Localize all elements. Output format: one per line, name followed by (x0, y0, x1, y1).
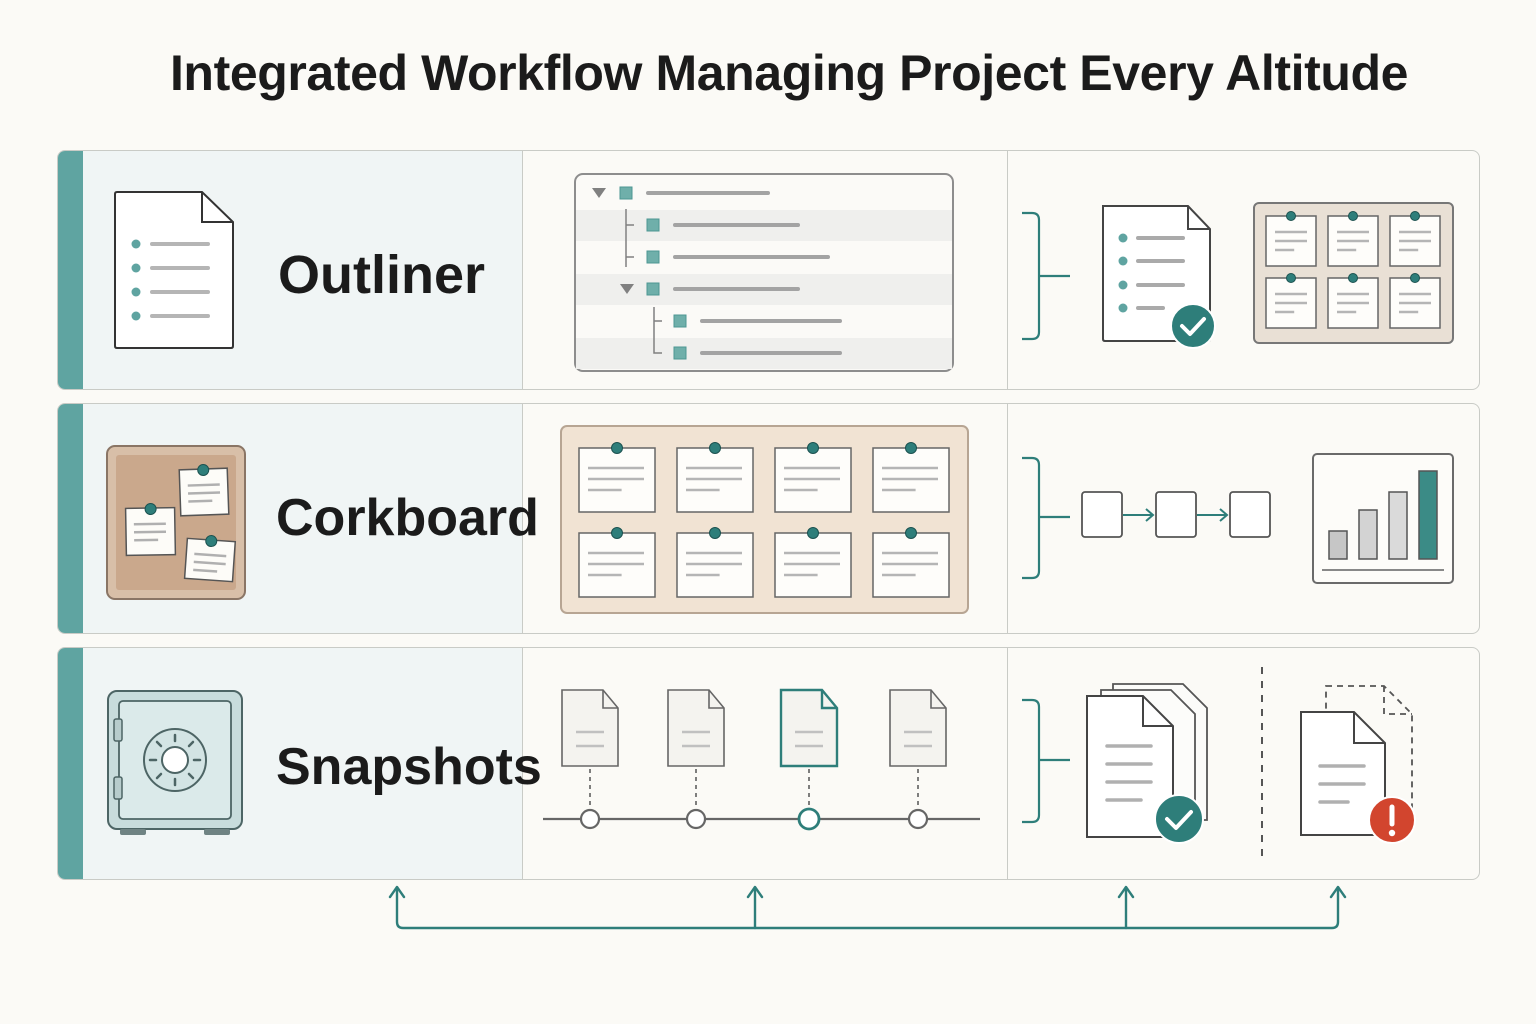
snapshot-node (779, 688, 839, 831)
process-flow-diagram (1081, 491, 1271, 538)
snapshot-timeline (543, 688, 980, 831)
index-card (1265, 273, 1317, 329)
bracket-connector (1022, 456, 1070, 580)
timeline-snapshots (561, 688, 947, 831)
column-divider (1007, 151, 1008, 389)
index-card (1389, 211, 1441, 267)
snapshots-label: Snapshots (276, 738, 542, 796)
row-accent-stripe (58, 648, 83, 879)
document-list-icon (114, 191, 234, 349)
index-card (774, 442, 852, 513)
page-title: Integrated Workflow Managing Project Eve… (169, 45, 1409, 101)
index-card (676, 527, 754, 598)
outline-tree-panel (574, 173, 954, 372)
index-card (872, 527, 950, 598)
snapshot-node (889, 689, 947, 830)
corkboard-label: Corkboard (276, 489, 539, 547)
stacked-documents-approved-icon (1086, 683, 1208, 844)
card-grid-cards (1265, 211, 1441, 329)
index-card (1265, 211, 1317, 267)
index-card (1327, 273, 1379, 329)
row-accent-stripe (58, 151, 83, 389)
corkboard-panel (560, 425, 969, 614)
index-card (774, 527, 852, 598)
corkboard-icon (106, 445, 246, 600)
outliner-label: Outliner (278, 245, 486, 305)
row-accent-stripe (58, 404, 83, 633)
index-card (872, 442, 950, 513)
bracket-connector (1022, 211, 1070, 341)
snapshot-node (667, 689, 725, 830)
index-card (578, 527, 656, 598)
snapshot-node (561, 689, 619, 830)
index-cards (578, 442, 950, 598)
index-card (676, 442, 754, 513)
index-card (578, 442, 656, 513)
safe-vault-icon (107, 690, 243, 835)
column-divider (1007, 404, 1008, 633)
card-grid-board (1253, 202, 1454, 344)
bar-chart-icon (1312, 453, 1454, 584)
index-card (1327, 211, 1379, 267)
approved-document-icon (1102, 205, 1216, 349)
feedback-loop-arrows (388, 885, 1347, 930)
bracket-connector (1022, 698, 1070, 824)
index-card (1389, 273, 1441, 329)
divider-dashed-line (1261, 667, 1263, 863)
document-conflict-alert-icon (1300, 685, 1416, 844)
column-divider (1007, 648, 1008, 879)
